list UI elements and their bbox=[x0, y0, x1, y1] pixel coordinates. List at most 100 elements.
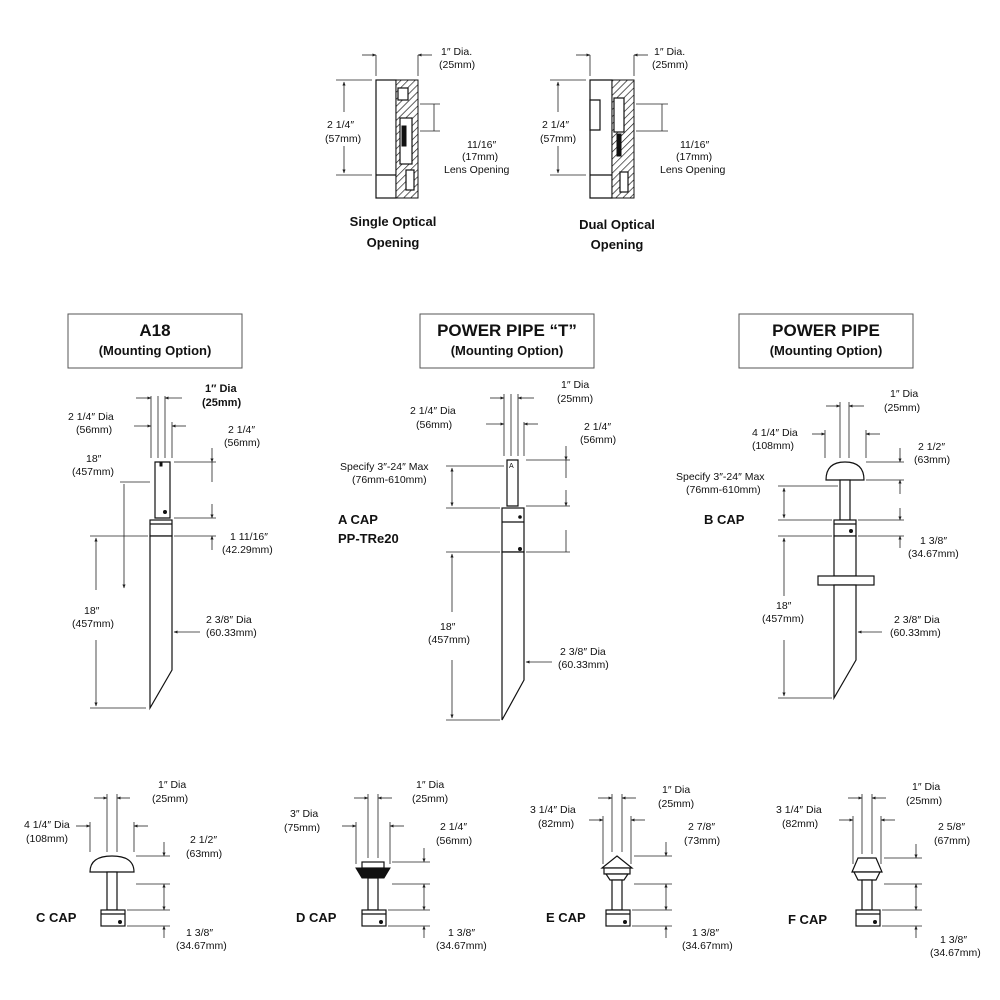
single-height-mm-label: (57mm) bbox=[325, 133, 361, 145]
power-pipe-t-specify-label: Specify 3″-24″ Max bbox=[340, 461, 429, 473]
power-pipe-dia-label: 1″ Dia bbox=[890, 388, 918, 400]
c-cap-label: C CAP bbox=[36, 910, 77, 925]
e-cap-height-label: 2 7/8″ bbox=[688, 821, 715, 833]
e-cap-collar-label: 1 3/8″ bbox=[692, 927, 719, 939]
single-optical-title-line2: Opening bbox=[367, 235, 420, 250]
dual-optical-drawing bbox=[589, 79, 635, 199]
single-optical-drawing bbox=[375, 79, 419, 199]
d-cap-collar-mm-label: (34.67mm) bbox=[436, 940, 487, 952]
power-pipe-t-cap-height-label: 2 1/4″ bbox=[584, 421, 611, 433]
c-cap-collar-mm-label: (34.67mm) bbox=[176, 940, 227, 952]
d-cap-drawing bbox=[355, 861, 391, 927]
power-pipe-t-stake-dia-mm-label: (60.33mm) bbox=[558, 659, 609, 671]
single-dia-label: 1″ Dia. bbox=[441, 46, 472, 58]
a18-section: A18 (Mounting Option) bbox=[67, 313, 273, 711]
d-cap-collar-label: 1 3/8″ bbox=[448, 927, 475, 939]
a18-title-box: A18 (Mounting Option) bbox=[67, 313, 243, 369]
power-pipe-t-cap-label: A CAP bbox=[338, 512, 378, 527]
f-cap-label: F CAP bbox=[788, 912, 827, 927]
a18-subtitle: (Mounting Option) bbox=[99, 343, 212, 358]
power-pipe-t-dia-label: 1″ Dia bbox=[561, 379, 589, 391]
power-pipe-outer-dia-label: 4 1/4″ Dia bbox=[752, 427, 798, 439]
dual-lens-mm-label: (17mm) bbox=[676, 151, 712, 163]
dual-height-label: 2 1/4″ bbox=[542, 119, 569, 131]
power-pipe-t-outer-dia-label: 2 1/4″ Dia bbox=[410, 405, 456, 417]
power-pipe-cap-height-label: 2 1/2″ bbox=[918, 441, 945, 453]
power-pipe-t-section: POWER PIPE “T” (Mounting Option) A bbox=[338, 313, 616, 721]
f-cap-height-mm-label: (67mm) bbox=[934, 835, 970, 847]
a18-outer-dia-label: 2 1/4″ Dia bbox=[68, 411, 114, 423]
power-pipe-stake-mm-label: (457mm) bbox=[762, 613, 804, 625]
single-dia-mm-label: (25mm) bbox=[439, 59, 475, 71]
f-cap-dia-label: 1″ Dia bbox=[912, 781, 940, 793]
a18-stake-dia-mm-label: (60.33mm) bbox=[206, 627, 257, 639]
e-cap-drawing bbox=[600, 855, 634, 927]
a18-stake-dia-label: 2 3/8″ Dia bbox=[206, 614, 252, 626]
a18-collar-label: 1 11/16″ bbox=[230, 531, 268, 543]
power-pipe-title: POWER PIPE bbox=[772, 321, 880, 340]
d-cap-outer-mm-label: (75mm) bbox=[284, 822, 320, 834]
c-cap-dia-mm-label: (25mm) bbox=[152, 793, 188, 805]
power-pipe-title-box: POWER PIPE (Mounting Option) bbox=[738, 313, 914, 369]
power-pipe-section: POWER PIPE (Mounting Option) bbox=[676, 313, 959, 701]
e-cap-dia-mm-label: (25mm) bbox=[658, 798, 694, 810]
d-cap-height-label: 2 1/4″ bbox=[440, 821, 467, 833]
power-pipe-t-outer-dia-mm-label: (56mm) bbox=[416, 419, 452, 431]
d-cap-label: D CAP bbox=[296, 910, 337, 925]
power-pipe-dia-mm-label: (25mm) bbox=[884, 402, 920, 414]
e-cap-section: 1″ Dia (25mm) 3 1/4″ Dia (82mm) 2 7/8″ (… bbox=[530, 784, 733, 952]
power-pipe-subtitle: (Mounting Option) bbox=[770, 343, 883, 358]
d-cap-section: 1″ Dia (25mm) 3″ Dia (75mm) 2 1/4″ (56mm… bbox=[284, 779, 487, 952]
c-cap-height-label: 2 1/2″ bbox=[190, 834, 217, 846]
c-cap-collar-label: 1 3/8″ bbox=[186, 927, 213, 939]
power-pipe-t-title-box: POWER PIPE “T” (Mounting Option) bbox=[419, 313, 595, 369]
single-lens-opening-label: Lens Opening bbox=[444, 164, 510, 176]
power-pipe-specify-label: Specify 3″-24″ Max bbox=[676, 471, 765, 483]
c-cap-outer-mm-label: (108mm) bbox=[26, 833, 68, 845]
power-pipe-t-stake-label: 18″ bbox=[440, 621, 456, 633]
single-height-label: 2 1/4″ bbox=[327, 119, 354, 131]
dual-dia-mm-label: (25mm) bbox=[652, 59, 688, 71]
f-cap-height-label: 2 5/8″ bbox=[938, 821, 965, 833]
power-pipe-t-specify-mm-label: (76mm-610mm) bbox=[352, 474, 427, 486]
a18-outer-dia-mm-label: (56mm) bbox=[76, 424, 112, 436]
c-cap-dia-label: 1″ Dia bbox=[158, 779, 186, 791]
f-cap-dia-mm-label: (25mm) bbox=[906, 795, 942, 807]
single-optical-section: 1″ Dia. (25mm) 2 1/4″ (57mm) 11/16″ (17m… bbox=[325, 46, 510, 250]
single-lens-mm-label: (17mm) bbox=[462, 151, 498, 163]
power-pipe-t-title: POWER PIPE “T” bbox=[437, 321, 577, 340]
c-cap-section: 1″ Dia (25mm) 4 1/4″ Dia (108mm) 2 1/2″ … bbox=[24, 779, 227, 952]
power-pipe-cap-height-mm-label: (63mm) bbox=[914, 454, 950, 466]
power-pipe-fixture-drawing bbox=[817, 461, 875, 701]
a18-stake-label: 18″ bbox=[84, 605, 100, 617]
dual-optical-title: Dual Optical bbox=[579, 217, 655, 232]
power-pipe-outer-dia-mm-label: (108mm) bbox=[752, 440, 794, 452]
single-lens-label: 11/16″ bbox=[467, 139, 496, 151]
a18-dia-label: 1″ Dia bbox=[205, 383, 237, 395]
c-cap-drawing bbox=[89, 855, 135, 927]
a18-cap-height-label: 2 1/4″ bbox=[228, 424, 255, 436]
f-cap-section: 1″ Dia (25mm) 3 1/4″ Dia (82mm) 2 5/8″ (… bbox=[776, 781, 981, 959]
d-cap-dia-mm-label: (25mm) bbox=[412, 793, 448, 805]
e-cap-collar-mm-label: (34.67mm) bbox=[682, 940, 733, 952]
e-cap-dia-label: 1″ Dia bbox=[662, 784, 690, 796]
power-pipe-t-dia-mm-label: (25mm) bbox=[557, 393, 593, 405]
d-cap-height-mm-label: (56mm) bbox=[436, 835, 472, 847]
f-cap-collar-label: 1 3/8″ bbox=[940, 934, 967, 946]
f-cap-collar-mm-label: (34.67mm) bbox=[930, 947, 981, 959]
power-pipe-t-cap-model: PP-TRe20 bbox=[338, 531, 399, 546]
f-cap-outer-mm-label: (82mm) bbox=[782, 818, 818, 830]
power-pipe-stake-dia-label: 2 3/8″ Dia bbox=[894, 614, 940, 626]
a18-title: A18 bbox=[139, 321, 170, 340]
a18-collar-mm-label: (42.29mm) bbox=[222, 544, 273, 556]
a18-cap-height-mm-label: (56mm) bbox=[224, 437, 260, 449]
power-pipe-t-cap-height-mm-label: (56mm) bbox=[580, 434, 616, 446]
dual-lens-label: 11/16″ bbox=[680, 139, 709, 151]
power-pipe-specify-mm-label: (76mm-610mm) bbox=[686, 484, 761, 496]
d-cap-outer-label: 3″ Dia bbox=[290, 808, 318, 820]
c-cap-outer-label: 4 1/4″ Dia bbox=[24, 819, 70, 831]
a18-dia-mm-label: (25mm) bbox=[202, 397, 241, 409]
svg-text:A: A bbox=[509, 463, 514, 470]
dual-height-mm-label: (57mm) bbox=[540, 133, 576, 145]
